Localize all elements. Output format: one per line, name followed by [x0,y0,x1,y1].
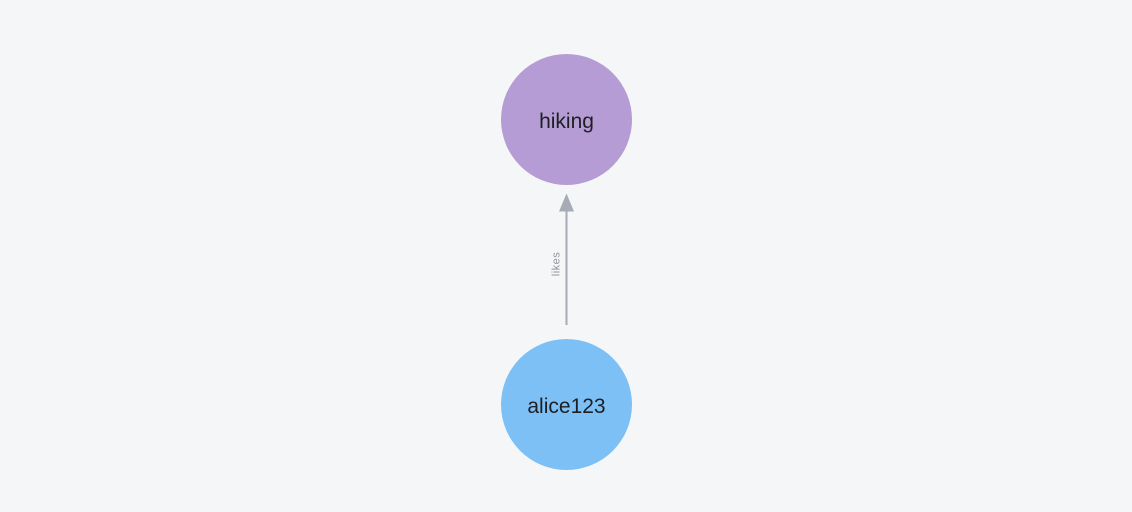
node-hiking[interactable]: hiking [501,54,632,185]
node-alice123[interactable]: alice123 [501,339,632,470]
arrowhead-up-icon [559,193,574,212]
node-hiking-label: hiking [539,110,594,133]
edge-label: likes [551,252,563,277]
node-alice123-label: alice123 [527,395,605,418]
node-alice123-circle[interactable] [501,339,632,470]
node-hiking-circle[interactable] [501,54,632,185]
edge-likes[interactable]: likes [551,193,575,326]
